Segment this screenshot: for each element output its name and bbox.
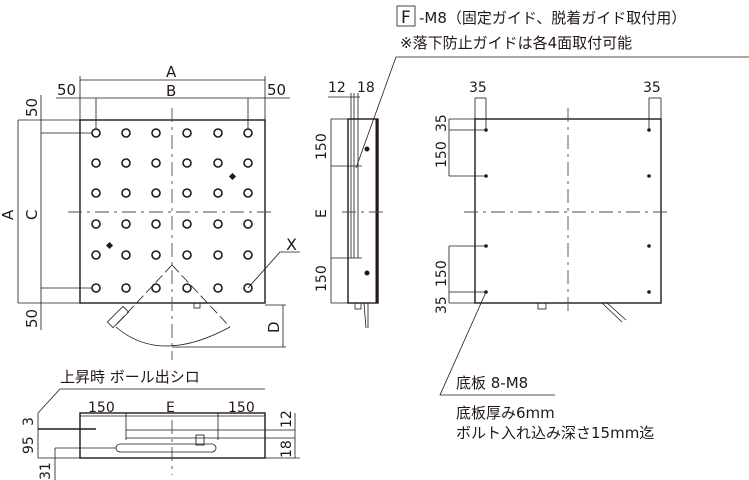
ball-hole	[121, 250, 131, 260]
dim-A-left: A	[0, 209, 17, 220]
ball-hole	[213, 158, 223, 168]
dim-12: 12	[328, 80, 346, 96]
diamond-mark	[105, 241, 114, 250]
dim-50-left: 50	[57, 81, 76, 99]
dim-D: D	[265, 321, 283, 333]
front-view: 上昇時 ボール出シロ 150 E 150 3 95 31 12 18	[21, 368, 300, 480]
ball-hole	[121, 283, 131, 293]
ball-hole	[182, 219, 192, 229]
dim-A-top: A	[166, 63, 177, 81]
header-leader	[355, 56, 749, 169]
boxed-letter: F	[401, 8, 411, 28]
boxed-letter-frame	[396, 5, 416, 27]
ball-hole	[243, 158, 253, 168]
ball-hole	[182, 188, 192, 198]
ball-hole	[121, 128, 131, 138]
ball-hole	[121, 188, 131, 198]
m8-tap-hole	[647, 290, 651, 294]
base-view: 35 35 35 150 150 35 底板 8-M8 底板厚み6mm ボルト入…	[434, 80, 672, 442]
dim-150-left: 150	[88, 400, 115, 416]
dim-150-right: 150	[228, 400, 255, 416]
dim-150-top: 150	[314, 133, 330, 160]
ball-hole	[91, 283, 101, 293]
ball-hole	[91, 219, 101, 229]
ball-hole	[151, 219, 161, 229]
plan-view: A B 50 50 A C 50 50 X D	[0, 63, 300, 360]
ball-hole	[91, 128, 101, 138]
ball-hole	[213, 188, 223, 198]
dim-3: 3	[21, 417, 37, 426]
ball-hole	[91, 188, 101, 198]
title-leader	[37, 388, 265, 414]
x-leader	[247, 251, 300, 289]
dim-35-left: 35	[469, 80, 487, 96]
ball-hole	[243, 188, 253, 198]
front-title: 上昇時 ボール出シロ	[60, 368, 200, 386]
ball-hole	[151, 128, 161, 138]
dim-B: B	[166, 82, 176, 100]
dim-50-bottom: 50	[23, 309, 41, 328]
note-thickness: 底板厚み6mm	[456, 404, 555, 422]
dim-95: 95	[21, 436, 37, 454]
label-X: X	[286, 235, 297, 254]
ball-hole	[213, 128, 223, 138]
dim-35-bottom: 35	[434, 296, 450, 314]
plate-outline	[79, 119, 266, 304]
ball-hole	[243, 219, 253, 229]
dim-C: C	[23, 210, 41, 220]
guide-handle	[106, 305, 130, 329]
ball-hole	[151, 158, 161, 168]
dim-50-top: 50	[23, 98, 41, 117]
ball-hole	[213, 283, 223, 293]
dim-150-bottom: 150	[314, 265, 330, 292]
ball-hole	[182, 250, 192, 260]
base-label: 底板 8-M8	[456, 374, 528, 392]
ball-hole	[182, 128, 192, 138]
ball-hole	[121, 219, 131, 229]
header-line1: -M8（固定ガイド、脱着ガイド取付用）	[419, 9, 686, 27]
ball-hole	[151, 250, 161, 260]
dim-E: E	[166, 400, 175, 416]
base-leader	[439, 291, 555, 396]
ball-hole	[121, 158, 131, 168]
ball-hole	[243, 250, 253, 260]
dim-150-top: 150	[434, 141, 450, 168]
ball-hole	[243, 128, 253, 138]
m8-tap-hole	[647, 174, 651, 178]
dim-35-top: 35	[434, 114, 450, 132]
header-line2: ※落下防止ガイドは各4面取付可能	[400, 34, 632, 52]
m8-tap-hole	[647, 244, 651, 248]
ball-hole	[151, 283, 161, 293]
dim-12: 12	[279, 410, 295, 428]
dim-18: 18	[279, 440, 295, 458]
dim-35-right: 35	[643, 80, 661, 96]
dim-50-right: 50	[267, 81, 286, 99]
ball-hole	[182, 158, 192, 168]
ball-hole	[91, 250, 101, 260]
ball-hole	[151, 188, 161, 198]
ball-hole	[182, 283, 192, 293]
dim-E: E	[314, 209, 330, 218]
diamond-mark	[228, 172, 237, 181]
ball-hole	[91, 158, 101, 168]
dim-18: 18	[357, 80, 375, 96]
dim-150-bottom: 150	[434, 260, 450, 287]
ball-hole	[213, 219, 223, 229]
ball-hole	[213, 250, 223, 260]
dim-31: 31	[38, 462, 54, 480]
note-depth: ボルト入れ込み深さ15mm迄	[456, 424, 654, 442]
side-view: 12 18 150 E 150	[314, 80, 384, 329]
